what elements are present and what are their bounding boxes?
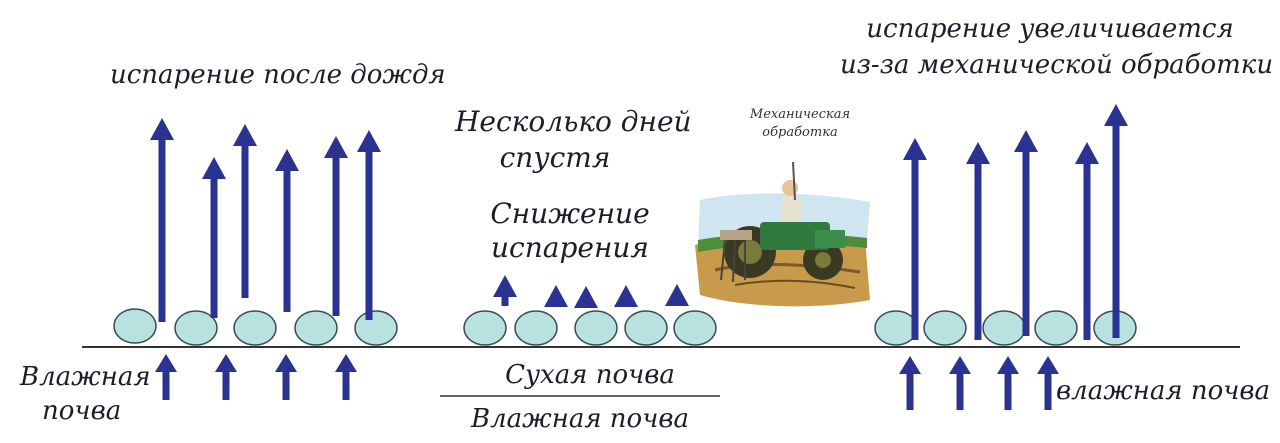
right-evaporation-line2: из-за механической обработки [840, 50, 1274, 80]
tractor-cultivating-icon [695, 161, 870, 307]
soil-particle [874, 310, 918, 346]
evaporation-arrowhead [665, 284, 689, 306]
soil-particle [514, 310, 558, 346]
evaporation-arrowhead [150, 118, 174, 140]
soil-particles [113, 308, 1137, 346]
soil-particle [923, 310, 967, 346]
soil-particle [673, 310, 717, 346]
soil-particle [233, 310, 277, 346]
evaporation-arrowhead [1075, 142, 1099, 164]
soil-particle [982, 310, 1026, 346]
soil-particle [354, 310, 398, 346]
evaporation-arrowhead [324, 136, 348, 158]
evaporation-arrowhead [544, 285, 568, 307]
moisture-rise-arrowhead [215, 354, 237, 372]
moisture-rise-arrowhead [949, 356, 971, 374]
moisture-rise-arrows [155, 354, 1059, 410]
evaporation-arrowhead [1014, 130, 1038, 152]
soil-particle [1034, 310, 1078, 346]
moisture-rise-arrowhead [997, 356, 1019, 374]
soil-particle [463, 310, 507, 346]
moisture-rise-arrowhead [155, 354, 177, 372]
soil-particle [174, 310, 218, 346]
evaporation-arrowhead [233, 124, 257, 146]
reduced-evaporation-line1: Снижение [490, 197, 650, 230]
days-later-line2: спустя [499, 141, 611, 174]
evaporation-arrowhead [202, 157, 226, 179]
left-evaporation-label: испарение после дождя [110, 60, 446, 90]
soil-particle [113, 308, 157, 344]
evaporation-arrowhead [903, 138, 927, 160]
days-later-line1: Несколько дней [455, 105, 692, 138]
soil-particle [294, 310, 338, 346]
evaporation-arrowhead [357, 130, 381, 152]
evaporation-arrowhead [1104, 104, 1128, 126]
moisture-rise-arrowhead [1037, 356, 1059, 374]
tillage-label-line2: обработка [762, 125, 838, 140]
evaporation-arrowhead [493, 275, 517, 297]
evaporation-arrowhead [614, 285, 638, 307]
moisture-rise-arrowhead [275, 354, 297, 372]
dry-soil-label: Сухая почва [505, 360, 675, 390]
moisture-rise-arrowhead [899, 356, 921, 374]
soil-particle [624, 310, 668, 346]
evaporation-arrowhead [966, 142, 990, 164]
left-wet-soil-label-line2: почва [42, 396, 122, 426]
reduced-evaporation-line2: испарения [491, 231, 649, 264]
soil-particle [574, 310, 618, 346]
evaporation-arrows [150, 104, 1128, 340]
tillage-label-line1: Механическая [749, 107, 851, 122]
evaporation-arrowhead [275, 149, 299, 171]
moisture-rise-arrowhead [335, 354, 357, 372]
left-wet-soil-label-line1: Влажная [20, 362, 151, 392]
evaporation-arrowhead [574, 286, 598, 308]
right-evaporation-line1: испарение увеличивается [866, 14, 1234, 44]
right-wet-soil-label: влажная почва [1056, 376, 1271, 406]
wet-soil-label-middle: Влажная почва [470, 404, 690, 434]
